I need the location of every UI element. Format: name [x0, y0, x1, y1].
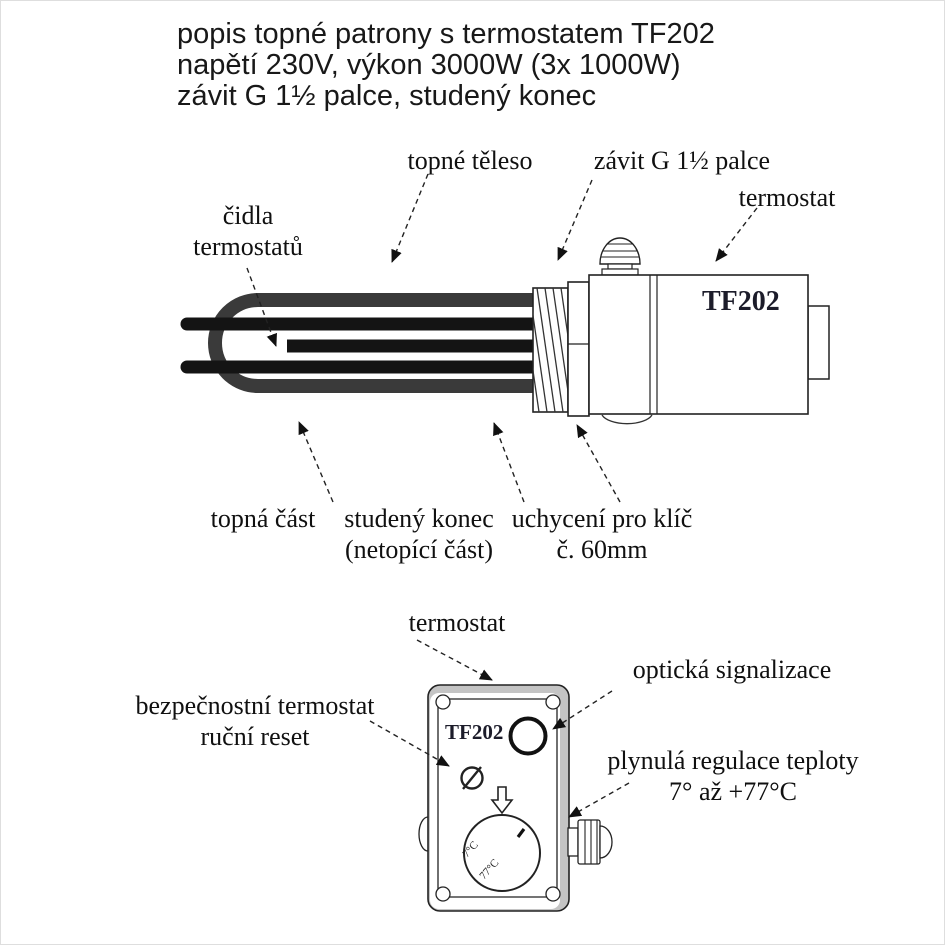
label-topna-cast: topná část [210, 504, 316, 533]
title-line-3: závit G 1½ palce, studený konec [177, 80, 597, 112]
arrow-studeny-konec-icon [493, 422, 525, 503]
arrow-uchyceni-icon [576, 424, 621, 503]
side-cable-gland [567, 819, 613, 865]
terminal-protrusion [807, 305, 830, 380]
corner-screw-icon [435, 694, 451, 710]
top-gland-cap [599, 237, 641, 276]
label-bezpecnostni-termostat: bezpečnostní termostat ruční reset [135, 691, 375, 751]
corner-screw-icon [545, 886, 561, 902]
arrow-termostat2-icon [416, 639, 493, 681]
label-termostat-1: termostat [738, 183, 836, 212]
corner-screw-icon [545, 694, 561, 710]
arrow-bezpecnostni-icon [369, 720, 450, 767]
arrow-topne-teleso-icon [391, 173, 429, 263]
label-cidla-termostatu: čidla termostatů [193, 201, 303, 261]
down-arrow-icon [490, 786, 514, 815]
thermostat-face-drawing: 7°C 77°C [369, 639, 630, 912]
arrow-topna-cast-icon [298, 421, 334, 503]
label-zavit: závit G 1½ palce [593, 146, 771, 175]
dial-pointer-icon [516, 828, 526, 838]
temperature-dial: 7°C 77°C [460, 814, 541, 892]
arrow-plynula-icon [568, 782, 630, 818]
callout-arrows-1 [246, 173, 758, 503]
label-studeny-konec: studený konec (netopící část) [344, 504, 494, 564]
thread-hatching [533, 288, 568, 412]
face-model-label: TF202 [445, 720, 504, 744]
label-opticka-signalizace: optická signalizace [632, 655, 832, 684]
thermostat-housing [588, 274, 809, 425]
arrow-termostat-icon [715, 207, 758, 262]
housing-model-label: TF202 [702, 286, 780, 317]
arrow-cidla-icon [246, 267, 277, 347]
title-line-2: napětí 230V, výkon 3000W (3x 1000W) [177, 49, 681, 81]
label-termostat-2: termostat [408, 608, 506, 637]
title-line-1: popis topné patrony s termostatem TF202 [177, 18, 715, 50]
optical-indicator-icon [508, 716, 548, 756]
callout-arrows-2 [369, 639, 630, 818]
page-title: popis topné patrony s termostatem TF202 … [177, 19, 715, 112]
label-uchyceni: uchycení pro klíč č. 60mm [511, 504, 693, 564]
heating-cartridge-drawing [180, 173, 830, 503]
corner-screw-icon [435, 886, 451, 902]
reset-screw-icon [460, 766, 484, 790]
left-bump [418, 816, 429, 852]
label-plynula-regulace: plynulá regulace teploty 7° až +77°C [607, 746, 859, 806]
outer-u-tube [208, 293, 541, 393]
heating-tubes [180, 293, 548, 393]
arrow-zavit-icon [557, 179, 593, 261]
arrow-opticka-icon [552, 690, 613, 730]
bottom-gland-arc [601, 414, 653, 425]
label-topne-teleso: topné těleso [407, 146, 533, 175]
wrench-nut [567, 281, 590, 417]
